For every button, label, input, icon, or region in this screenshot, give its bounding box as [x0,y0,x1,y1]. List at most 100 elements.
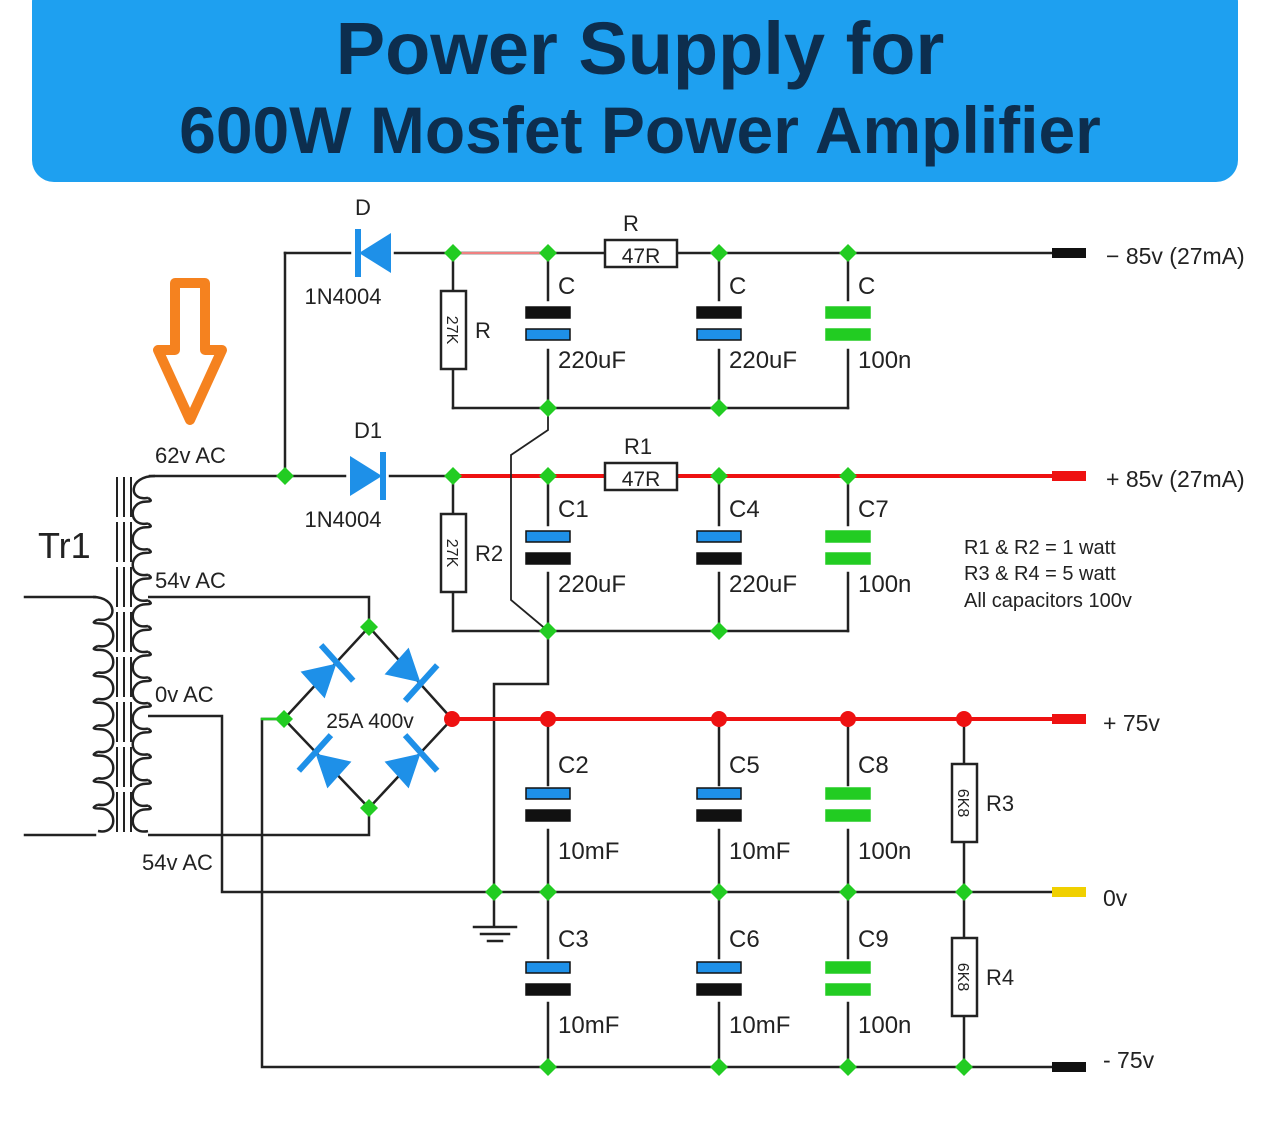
tap-label-0v: 0v AC [155,682,214,707]
junction-node [444,467,462,485]
bridge-diode [296,733,352,789]
junction-node [275,710,293,728]
note-line: All capacitors 100v [964,590,1132,612]
junction-node [539,399,557,417]
junction-node [956,711,972,727]
wire [148,808,371,837]
junction-node [839,1058,857,1076]
junction-node [360,618,378,636]
resistor-ref: R1 [624,434,652,459]
title-banner [32,0,1238,182]
resistor-r2: 27K R2 [439,512,503,594]
output-label-minus-85v: − 85v (27mA) [1106,243,1245,269]
junction-node [540,711,556,727]
junction-node [539,622,557,640]
junction-node [839,883,857,901]
resistor-body [950,936,979,1018]
capacitor-plate [696,787,742,800]
junction-node [711,711,727,727]
tap-label-54v-top: 54v AC [155,568,226,593]
primary-winding [92,595,115,833]
resistor-body [439,289,468,371]
bridge-label: 25A 400v [326,710,414,733]
resistor-value: 27K [443,539,460,568]
output-label-plus-75v: + 75v [1103,710,1160,736]
resistor-body [603,461,679,492]
capacitor-value: 220uF [729,571,797,598]
output-label-0v: 0v [1103,885,1128,911]
bridge-diode [384,647,440,703]
diode-part: 1N4004 [304,507,381,532]
diode-d1: D1 1N4004 [304,418,386,532]
junction-node [955,1058,973,1076]
transformer-label: Tr1 [38,525,91,566]
junction-node [360,799,378,817]
wire [148,714,1060,894]
wires [148,251,1062,1069]
resistor-body [950,762,979,844]
junction-node [710,883,728,901]
capacitor-plate [696,809,742,822]
capacitor-plate [525,983,571,996]
junction-node [444,244,462,262]
capacitor-ref: C5 [729,752,760,779]
diode-ref: D1 [354,418,382,443]
transformer-tr1: Tr1 62v AC 54v AC 0v AC 54v AC [23,443,226,875]
junction-node [710,467,728,485]
capacitor-plate [525,961,571,974]
diode-part: 1N4004 [304,284,381,309]
capacitor-plate [825,530,871,543]
resistor-ref: R [623,211,639,236]
capacitor-plate [696,961,742,974]
capacitor-plate [696,306,742,319]
terminal-plus-85v [1052,471,1086,481]
resistor-ref: R2 [475,541,503,566]
resistor-value: 47R [622,245,661,268]
junction-node [839,244,857,262]
resistor-body [603,238,679,269]
junction-node [444,711,460,727]
capacitor-value: 10mF [558,838,619,865]
capacitor-plate [825,787,871,800]
capacitor-ref: C4 [729,496,760,523]
note-line: R1 & R2 = 1 watt [964,537,1116,559]
junction-node [276,467,294,485]
capacitor-plate [525,530,571,543]
diode-triangle [359,233,391,273]
resistor-value: 27K [443,316,460,345]
tap-label-54v-bottom: 54v AC [142,850,213,875]
junction-node [539,1058,557,1076]
diode-bar [355,229,361,277]
cap-c4: C4 220uF [696,496,797,598]
output-label-minus-75v: - 75v [1103,1047,1155,1073]
capacitor-plate [696,983,742,996]
junction-node [710,622,728,640]
capacitor-value: 220uF [558,571,626,598]
capacitor-plate [696,530,742,543]
capacitor-value: 10mF [729,838,790,865]
capacitor-plate [825,983,871,996]
capacitor-plate [825,328,871,341]
resistor-ref: R [475,318,491,343]
capacitor-value: 220uF [729,347,797,374]
junction-node [839,467,857,485]
tap-label-62v: 62v AC [155,443,226,468]
capacitor-value: 100n [858,571,911,598]
capacitor-plate [825,306,871,319]
terminal-plus-75v [1052,714,1086,724]
capacitor-value: 220uF [558,347,626,374]
capacitor-plate [825,809,871,822]
down-arrow-icon [153,278,227,425]
junction-node [710,1058,728,1076]
capacitor-plate [525,552,571,565]
capacitor-value: 100n [858,347,911,374]
resistor-r-27k-top: 27K R [439,289,491,371]
